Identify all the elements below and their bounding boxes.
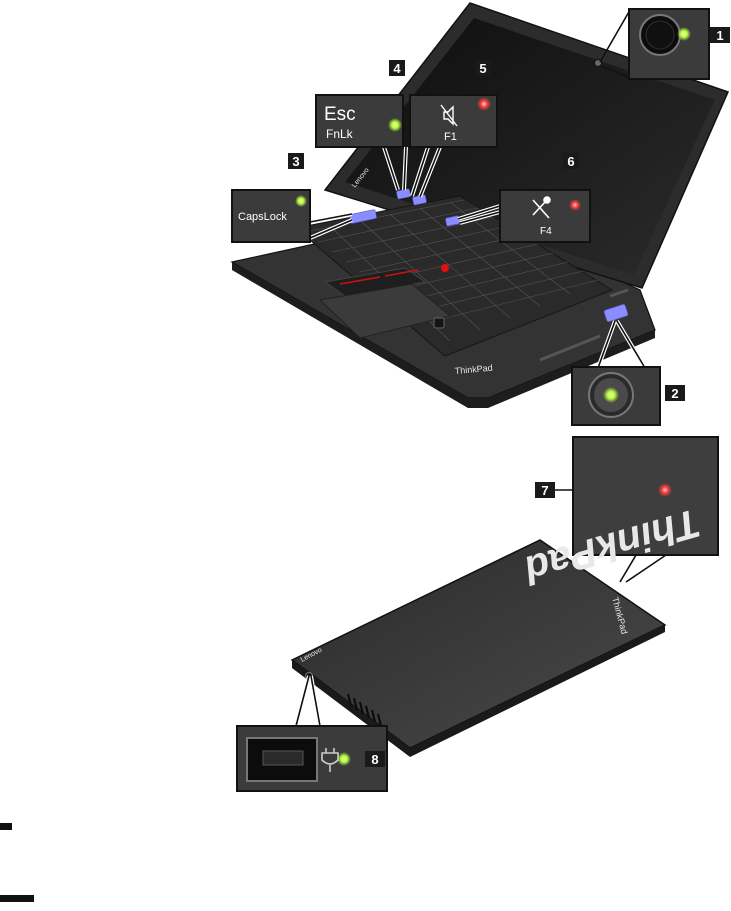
callout-number-labels: 1 2 3 4 5 6 7 8: [288, 27, 730, 767]
power-led-green: [603, 387, 619, 403]
inset-power-button: [571, 366, 661, 426]
esc-key-highlight: [396, 188, 411, 200]
capslock-key-label: CapsLock: [238, 211, 287, 223]
callout-6-label: 6: [567, 154, 574, 169]
side-vent: [347, 693, 382, 727]
callout-1-label: 1: [716, 28, 723, 43]
keyboard-keys: [304, 199, 599, 342]
camera-led-green: [677, 27, 691, 41]
callout-leader-lines-top: [309, 9, 646, 369]
esc-key-label: Esc: [324, 104, 356, 125]
inset-mic-mute: F4: [499, 189, 591, 243]
closed-laptop: Lenovo ThinkPad: [290, 539, 667, 757]
power-button-highlight: [603, 304, 629, 322]
callout-7-label: 7: [541, 483, 548, 498]
logo-led-red: [658, 483, 672, 497]
callout-8-label: 8: [371, 752, 378, 767]
trackpad-buttons: [323, 267, 427, 297]
legend-bullet-bar: [0, 823, 12, 830]
microphone-mute-icon: [532, 196, 551, 219]
legend-bullet-bar: [0, 895, 34, 902]
fnlock-led-green: [388, 118, 402, 132]
f4-key-label: F4: [540, 226, 552, 237]
fingerprint-reader: [433, 317, 445, 329]
inset-speaker-mute: F1: [409, 94, 498, 148]
trackpoint: [441, 264, 449, 272]
callout-5-label: 5: [479, 61, 486, 76]
ac-power-led-green: [337, 752, 351, 766]
speaker-mute-led-red: [477, 97, 491, 111]
callout-2-label: 2: [671, 386, 678, 401]
mic-mute-led-red: [569, 199, 581, 211]
inset-esc-fnlock: Esc FnLk: [315, 94, 404, 148]
inset-camera: [628, 8, 710, 80]
fnlk-key-label: FnLk: [326, 127, 354, 141]
inset-thinkpad-logo: ThinkPad: [518, 436, 719, 592]
callout-3-label: 3: [292, 154, 299, 169]
inset-ac-power: [236, 725, 388, 792]
inset-capslock: CapsLock: [231, 189, 311, 243]
speaker-mute-icon: [440, 104, 458, 127]
capslock-led-green: [295, 195, 307, 207]
trackpad: [318, 283, 452, 339]
highlighted-keys: [349, 188, 629, 322]
palmrest-thinkpad-logo: ThinkPad: [454, 363, 493, 376]
callout-4-label: 4: [393, 61, 401, 76]
f1-key-label: F1: [444, 131, 457, 143]
open-laptop: ThinkPad Lenovo: [230, 2, 730, 408]
